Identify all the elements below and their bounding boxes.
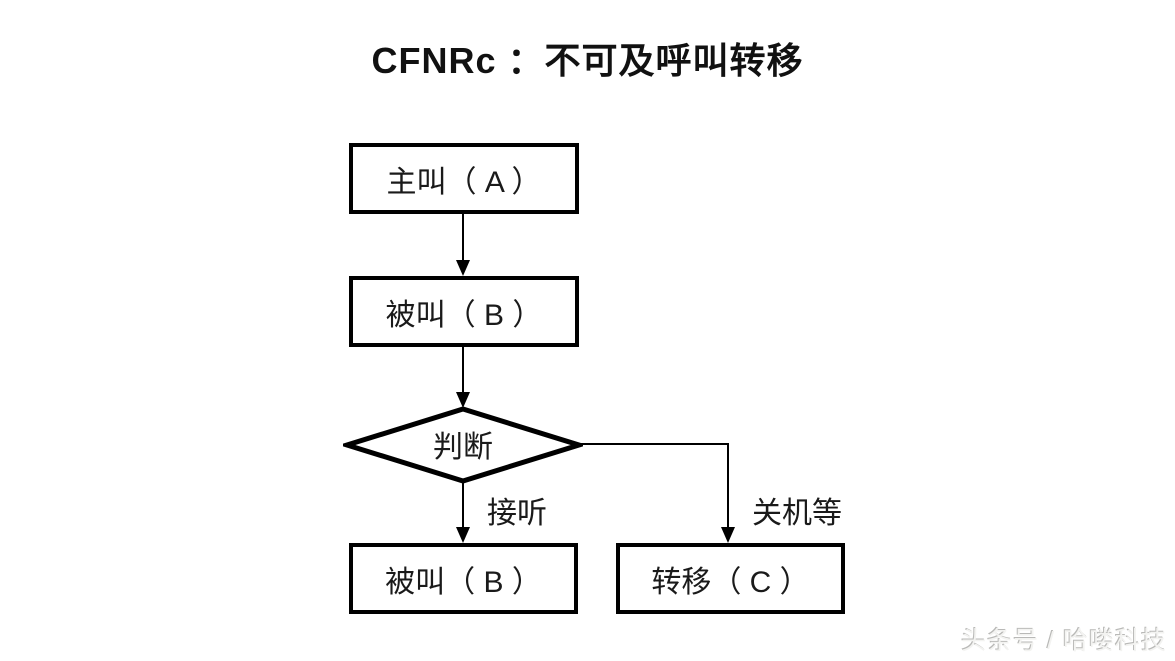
edge-label-unreachable: 关机等 xyxy=(752,497,842,530)
arrow-caller-to-callee xyxy=(456,214,470,276)
node-forward-c: 转移（ C ） xyxy=(616,543,845,614)
arrow-callee-to-decision xyxy=(456,347,470,408)
watermark-text: 头条号 / 哈喽科技 xyxy=(961,627,1167,655)
edge-label-answer: 接听 xyxy=(487,497,547,530)
node-callee-b: 被叫（ B ） xyxy=(349,276,579,347)
node-caller-a: 主叫（ A ） xyxy=(349,143,579,214)
node-decision-label: 判断 xyxy=(433,431,493,464)
arrow-decision-to-callee-answer xyxy=(456,481,470,543)
decision-diamond-shape xyxy=(343,406,583,484)
diagram-title: CFNRc ：不可及呼叫转移 xyxy=(371,40,804,81)
arrow-decision-to-forward xyxy=(581,443,735,543)
node-callee-b-answered: 被叫（ B ） xyxy=(349,543,578,614)
node-decision: 判断 xyxy=(343,405,583,485)
